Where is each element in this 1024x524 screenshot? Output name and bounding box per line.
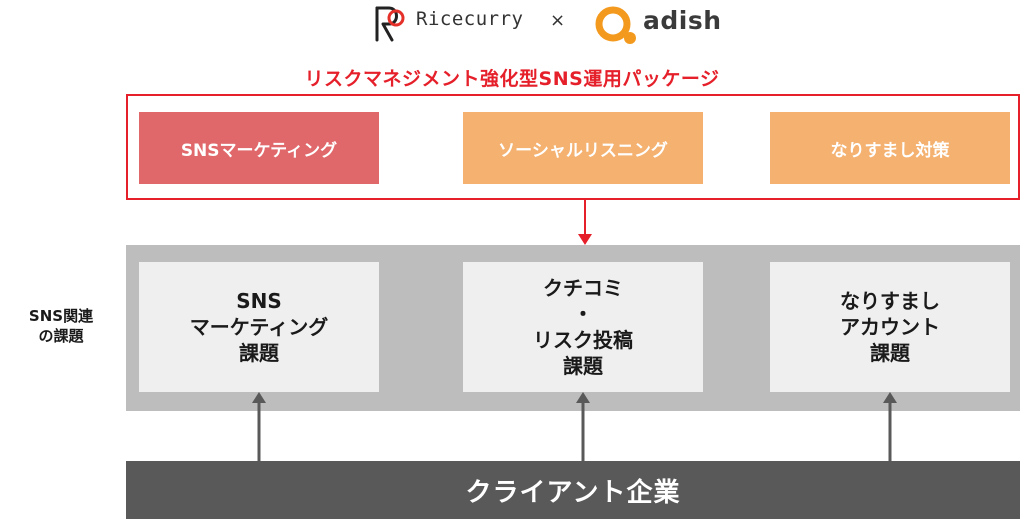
issue-reviews-risk-posts: クチコミ ・ リスク投稿 課題 [463,262,703,392]
partner-logos: Ricecurry × adish [0,0,1024,48]
package-item-impersonation-countermeasure: なりすまし対策 [770,112,1010,184]
gray-up-arrow-icon [252,392,266,462]
red-down-arrow-icon [578,198,592,245]
issue-line: マーケティング [189,315,329,339]
issue-impersonation-account: なりすまし アカウント 課題 [770,262,1010,392]
gray-up-arrow-icon [576,392,590,462]
adish-logo-icon [595,6,636,44]
issue-line: アカウント [840,315,940,339]
client-company-bar: クライアント企業 [126,461,1020,519]
side-label-line: SNS関連 [28,307,94,325]
issue-line: SNS [236,289,282,313]
package-frame [126,94,1020,200]
issue-line: 課題 [563,354,603,378]
issue-line: ・ [573,302,593,326]
issue-line: 課題 [239,341,279,365]
sns-issues-side-label: SNS関連 の課題 [16,306,106,346]
gray-up-arrow-icon [883,392,897,462]
ricecurry-logo-text: Ricecurry [416,8,524,30]
issue-line: クチコミ [543,276,623,300]
issue-sns-marketing: SNS マーケティング 課題 [139,262,379,392]
side-label-line: の課題 [38,327,84,345]
package-item-sns-marketing: SNSマーケティング [139,112,379,184]
issue-line: 課題 [870,341,910,365]
adish-logo-text: adish [643,6,722,35]
issue-line: リスク投稿 [533,328,633,352]
package-item-social-listening: ソーシャルリスニング [463,112,703,184]
collaboration-times-symbol: × [550,10,566,31]
package-title: リスクマネジメント強化型SNS運用パッケージ [304,68,720,90]
issue-line: なりすまし [840,289,940,313]
ricecurry-logo-icon [375,6,405,42]
